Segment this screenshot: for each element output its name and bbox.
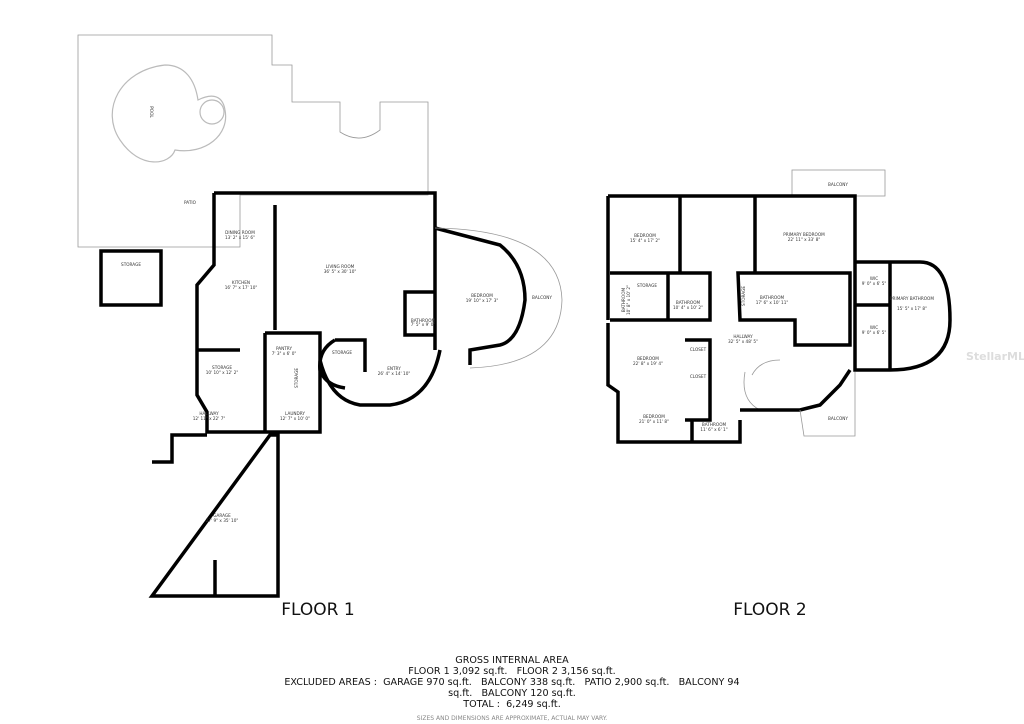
floor2-title: FLOOR 2 (733, 600, 806, 620)
bathroom3-label: BATHROOM (760, 295, 785, 300)
storage2-label: STORAGE (741, 286, 746, 306)
pool-label: POOL (149, 106, 154, 118)
patio-outline (77, 34, 429, 248)
hallway2-label: HALLWAY (733, 334, 753, 339)
small-storage-label: STORAGE (294, 368, 299, 388)
stair-outline (743, 359, 800, 411)
outdoor-storage (99, 249, 163, 307)
living-room-dim: 36' 5" x 30' 10" (324, 269, 357, 274)
primary-bathroom-label: PRIMARY BATHROOM (890, 296, 934, 301)
bathroom2-label: BATHROOM (676, 300, 701, 305)
balcony-outline (434, 227, 563, 369)
floor1-title: FLOOR 1 (281, 600, 354, 620)
primary-bathroom-dim: 15' 5" x 17' 8" (897, 306, 927, 311)
summary-excluded-2: sq.ft. BALCONY 120 sq.ft. (448, 688, 576, 699)
summary-excluded-1: EXCLUDED AREAS : GARAGE 970 sq.ft. BALCO… (284, 677, 740, 688)
laundry-label: LAUNDRY (285, 411, 305, 416)
bathroom-v-dim: 10' 8" x 10' 2" (626, 285, 631, 315)
summary-heading: GROSS INTERNAL AREA (455, 655, 569, 666)
closet2-label: CLOSET (690, 374, 707, 379)
storage-label: STORAGE (212, 365, 232, 370)
wic1-label: WIC (870, 276, 878, 281)
floor2-plan: BALCONY BEDROOM 15' 4" x 17' 2" PRIMARY … (606, 169, 952, 620)
kitchen-dim: 16' 7" x 17' 10" (225, 285, 258, 290)
bedroom2-dim: 22' 8" x 19' 4" (633, 361, 663, 366)
bathroom4-dim: 11' 6" x 6' 1" (700, 427, 727, 432)
dining-room-label: DINING ROOM (225, 230, 255, 235)
primary-bedroom-label: PRIMARY BEDROOM (783, 232, 825, 237)
balcony-label: BALCONY (532, 295, 552, 300)
storage1-label: STORAGE (637, 283, 657, 288)
stair-storage (318, 338, 367, 390)
spa-outline (199, 99, 225, 125)
kitchen-label: KITCHEN (232, 280, 250, 285)
garage-dim: 27' 9" x 35' 10" (206, 518, 239, 523)
summary-total: TOTAL : 6,249 sq.ft. (463, 699, 561, 710)
stair-storage-label: STORAGE (332, 350, 352, 355)
wic2-dim: 9' 0" x 6' 5" (862, 330, 887, 335)
bathroom-label: BATHROOM (411, 318, 436, 323)
entry-label: ENTRY (387, 366, 401, 371)
summary-disclaimer: SIZES AND DIMENSIONS ARE APPROXIMATE, AC… (416, 715, 608, 722)
pantry-dim: 7' 3" x 6' 0" (272, 351, 297, 356)
wic1-dim: 9' 0" x 6' 5" (862, 281, 887, 286)
area-summary: GROSS INTERNAL AREA FLOOR 1 3,092 sq.ft.… (0, 655, 1024, 724)
bedroom1-label: BEDROOM (634, 233, 656, 238)
bathroom-v-label: BATHROOM (621, 287, 626, 312)
outdoor-storage-label: STORAGE (121, 262, 141, 267)
bathroom2-dim: 10' 4" x 10' 2" (673, 305, 703, 310)
bedroom-label: BEDROOM (471, 293, 493, 298)
pool-outline (111, 64, 227, 163)
hallway-label: HALLWAY (199, 411, 219, 416)
dining-room-dim: 13' 2" x 15' 6" (225, 235, 255, 240)
bathroom3-dim: 17' 6" x 10' 11" (756, 300, 789, 305)
hallway2-dim: 32' 5" x 48' 5" (728, 339, 758, 344)
storage-dim: 10' 10" x 12' 2" (206, 370, 239, 375)
laundry-dim: 12' 7" x 10' 0" (280, 416, 310, 421)
closet1-label: CLOSET (690, 347, 707, 352)
pantry-label: PANTRY (276, 346, 292, 351)
bedroom3-dim: 21' 0" x 11' 8" (639, 419, 669, 424)
summary-floors: FLOOR 1 3,092 sq.ft. FLOOR 2 3,156 sq.ft… (408, 666, 616, 677)
patio-label: PATIO (184, 200, 197, 205)
balcony-bottom-walls (740, 369, 852, 412)
bathroom4-label: BATHROOM (702, 422, 727, 427)
watermark: StellarMLS (966, 350, 1024, 363)
top-balcony-label: BALCONY (828, 182, 848, 187)
bedroom2-label: BEDROOM (637, 356, 659, 361)
floor1-walls (195, 191, 442, 434)
floor2-walls (606, 194, 952, 444)
primary-bedroom-dim: 22' 11" x 33' 8" (788, 237, 821, 242)
hallway-dim: 12' 11" x 22' 7" (193, 416, 226, 421)
garage-label: GARAGE (213, 513, 231, 518)
entry-dim: 26' 4" x 14' 10" (378, 371, 411, 376)
wic2-label: WIC (870, 325, 878, 330)
bottom-balcony-label: BALCONY (828, 416, 848, 421)
bedroom-dim: 19' 10" x 17' 3" (466, 298, 499, 303)
bedroom1-dim: 15' 4" x 17' 2" (630, 238, 660, 243)
balcony-bottom-outline (799, 372, 856, 437)
bedroom-walls (434, 226, 527, 365)
floor1-plan: POOL PATIO STORAGE DINING ROOM 13' 2" x … (77, 34, 563, 620)
living-room-label: LIVING ROOM (326, 264, 355, 269)
garage-walls (148, 433, 280, 598)
bedroom3-label: BEDROOM (643, 414, 665, 419)
bathroom-dim: 7' 5" x 9' 0" (411, 322, 436, 327)
